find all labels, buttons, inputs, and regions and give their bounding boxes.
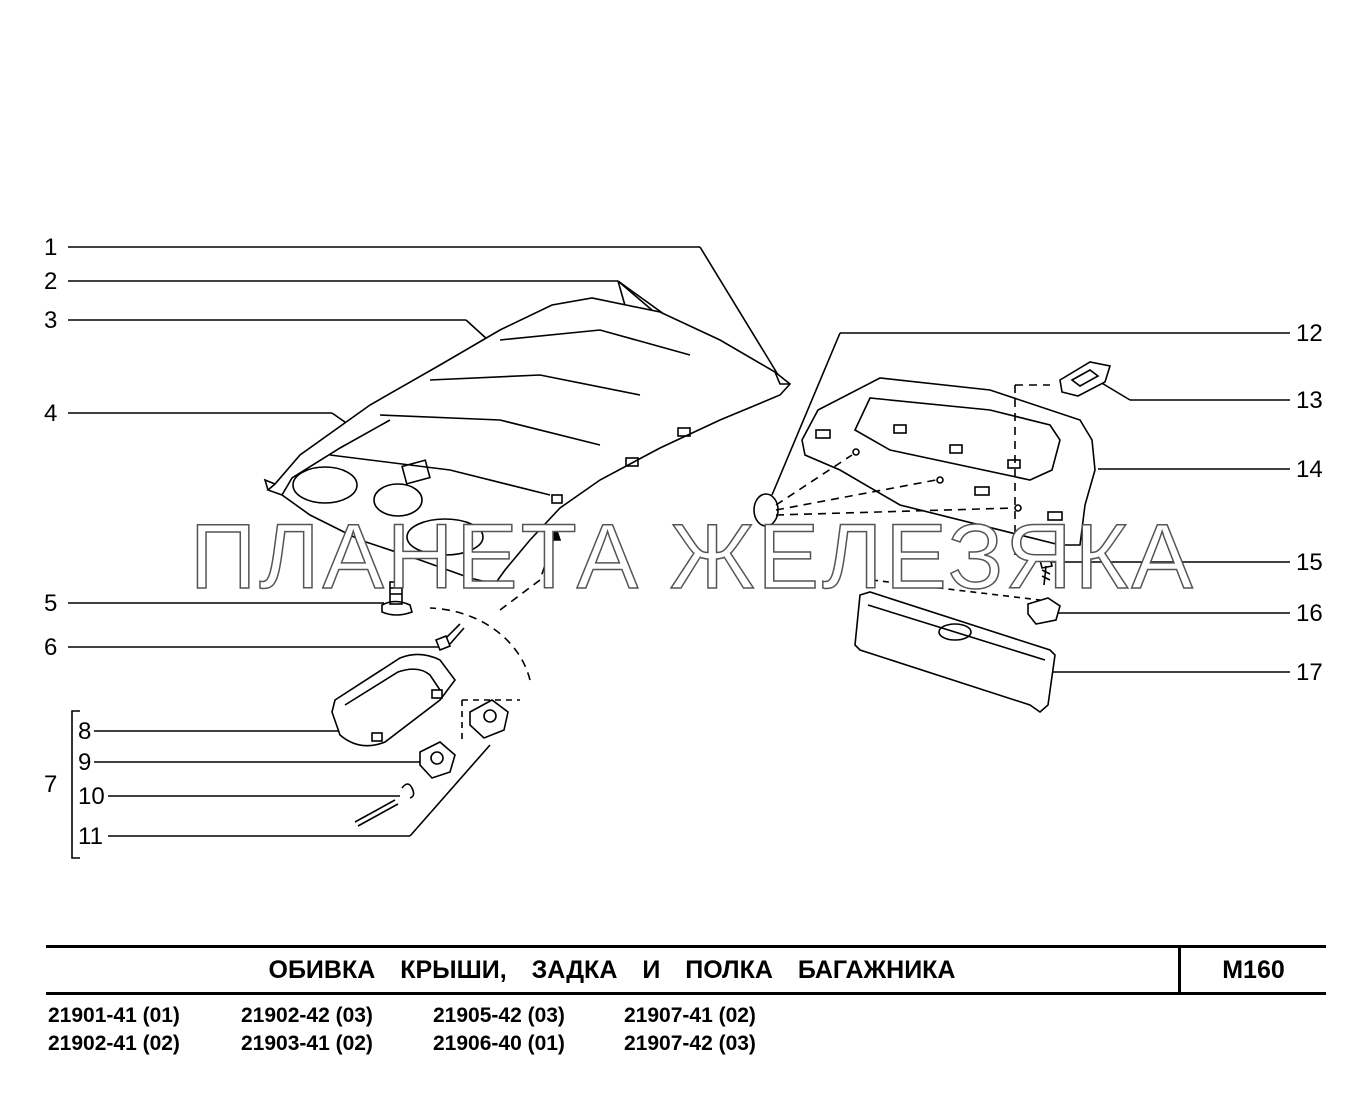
- parts-diagram: [68, 246, 1290, 859]
- callout-17: 17: [1296, 659, 1323, 686]
- model-code: 21907-41 (02): [624, 1004, 756, 1027]
- callout-1: 1: [44, 234, 58, 261]
- callout-11: 11: [78, 823, 103, 850]
- callout-6: 6: [44, 634, 58, 661]
- callout-14: 14: [1296, 456, 1323, 483]
- model-code: 21907-42 (03): [624, 1032, 756, 1055]
- model-code: 21901-41 (01): [48, 1004, 180, 1027]
- model-code: 21902-42 (03): [241, 1004, 373, 1027]
- page-title: ОБИВКА КРЫШИ, ЗАДКА И ПОЛКА БАГАЖНИКА: [268, 956, 956, 984]
- title-divider: [1178, 948, 1181, 992]
- callout-7: 7: [44, 771, 58, 798]
- model-code: 21906-40 (01): [433, 1032, 565, 1055]
- callout-4: 4: [44, 400, 58, 427]
- callout-15: 15: [1296, 549, 1323, 576]
- page-code: М160: [1222, 956, 1285, 984]
- callout-12: 12: [1296, 320, 1323, 347]
- callout-9: 9: [78, 749, 92, 776]
- model-code: 21905-42 (03): [433, 1004, 565, 1027]
- callout-3: 3: [44, 307, 58, 334]
- callout-13: 13: [1296, 387, 1323, 414]
- callout-16: 16: [1296, 600, 1323, 627]
- callout-5: 5: [44, 590, 58, 617]
- watermark: ПЛАНЕТА ЖЕЛЕЗЯКА: [189, 505, 1196, 609]
- model-code: 21902-41 (02): [48, 1032, 180, 1055]
- model-code: 21903-41 (02): [241, 1032, 373, 1055]
- callout-8: 8: [78, 718, 92, 745]
- callout-2: 2: [44, 268, 58, 295]
- callout-10: 10: [78, 783, 105, 810]
- title-block: ОБИВКА КРЫШИ, ЗАДКА И ПОЛКА БАГАЖНИКА М1…: [46, 945, 1326, 995]
